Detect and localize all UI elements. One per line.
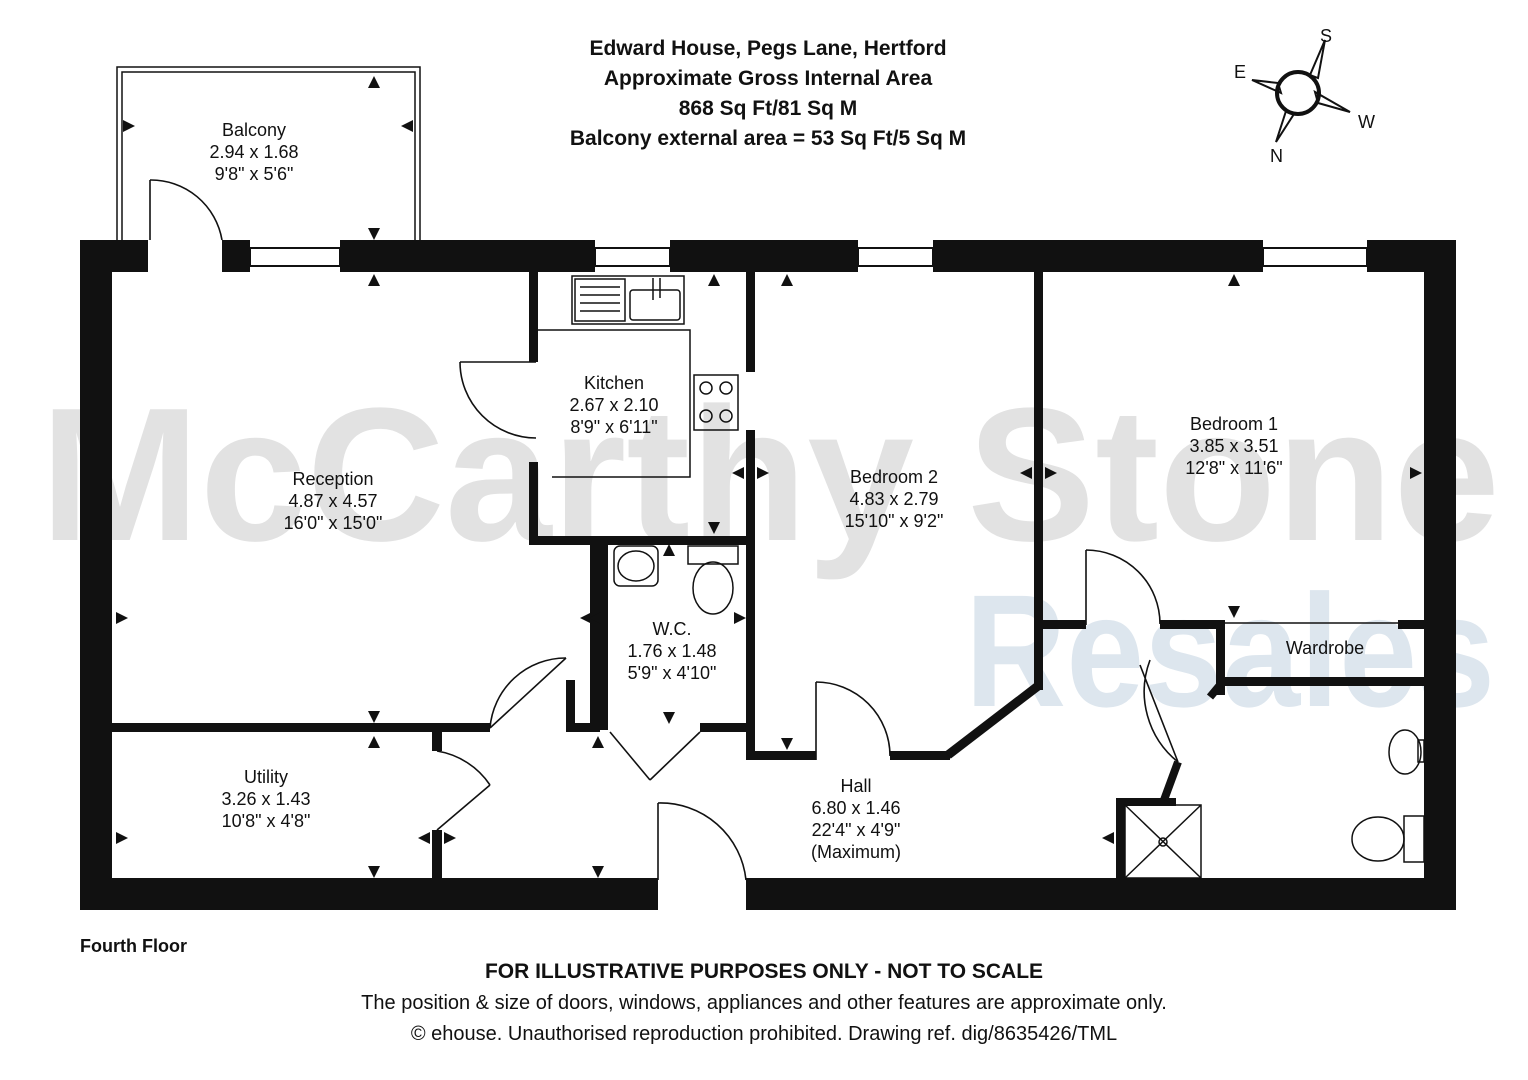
address: Edward House, Pegs Lane, Hertford [589,37,947,60]
svg-text:(Maximum): (Maximum) [811,842,901,862]
room-bedroom1-label: Bedroom 1 3.85 x 3.51 12'8" x 11'6" [1185,414,1282,478]
svg-text:4.87 x 4.57: 4.87 x 4.57 [288,491,377,511]
plan-header: Edward House, Pegs Lane, Hertford Approx… [468,34,1068,154]
balcony-outline [116,66,421,240]
kitchen-fittings [538,275,739,478]
svg-text:Wardrobe: Wardrobe [1286,638,1364,658]
floor-label: Fourth Floor [80,936,187,956]
svg-text:Balcony: Balcony [222,120,286,140]
svg-text:22'4" x 4'9": 22'4" x 4'9" [812,820,901,840]
svg-text:6.80 x 1.46: 6.80 x 1.46 [811,798,900,818]
compass-icon: S E W N [1234,26,1375,166]
door-swings [149,179,1398,881]
svg-text:Kitchen: Kitchen [584,373,644,393]
room-reception-label: Reception 4.87 x 4.57 16'0" x 15'0" [284,469,383,533]
windows [249,247,1368,267]
exterior-walls [80,240,1456,910]
sanitary-fittings [613,545,1425,879]
svg-text:Hall: Hall [840,776,871,796]
svg-text:2.67 x 2.10: 2.67 x 2.10 [569,395,658,415]
compass-west: W [1358,112,1375,132]
room-bedroom2-label: Bedroom 2 4.83 x 2.79 15'10" x 9'2" [845,467,944,531]
svg-text:1.76 x 1.48: 1.76 x 1.48 [627,641,716,661]
svg-text:4.83 x 2.79: 4.83 x 2.79 [849,489,938,509]
floor-plan: McCarthy Stone Resales S E W N [40,26,1500,910]
compass-south: S [1320,26,1332,46]
svg-text:9'8" x 5'6": 9'8" x 5'6" [215,164,294,184]
balcony-area: Balcony external area = 53 Sq Ft/5 Sq M [569,127,967,150]
svg-text:3.26 x 1.43: 3.26 x 1.43 [221,789,310,809]
svg-text:Bedroom 1: Bedroom 1 [1190,414,1278,434]
room-kitchen-label: Kitchen 2.67 x 2.10 8'9" x 6'11" [569,373,658,437]
disclaimer: FOR ILLUSTRATIVE PURPOSES ONLY - NOT TO … [484,960,1044,983]
ensuite-angled-wall [1160,760,1182,802]
svg-text:15'10" x 9'2": 15'10" x 9'2" [845,511,944,531]
area-title: Approximate Gross Internal Area [603,67,933,90]
room-balcony-label: Balcony 2.94 x 1.68 9'8" x 5'6" [209,120,298,184]
room-utility-label: Utility 3.26 x 1.43 10'8" x 4'8" [221,767,310,831]
compass-east: E [1234,62,1246,82]
watermark-line1: McCarthy Stone [40,369,1500,581]
svg-text:W.C.: W.C. [653,619,692,639]
footer-note-2: © ehouse. Unauthorised reproduction proh… [410,1023,1118,1045]
svg-text:5'9" x 4'10": 5'9" x 4'10" [628,663,717,683]
svg-text:10'8" x 4'8": 10'8" x 4'8" [222,811,311,831]
svg-text:12'8" x 11'6": 12'8" x 11'6" [1185,458,1282,478]
compass-north: N [1270,146,1283,166]
svg-text:3.85 x 3.51: 3.85 x 3.51 [1189,436,1278,456]
svg-text:8'9" x 6'11": 8'9" x 6'11" [570,417,657,437]
svg-text:2.94 x 1.68: 2.94 x 1.68 [209,142,298,162]
footer-note-1: The position & size of doors, windows, a… [361,992,1167,1014]
wardrobe-angled-wall [1206,682,1224,700]
room-wardrobe-label: Wardrobe [1286,638,1364,658]
room-wc-label: W.C. 1.76 x 1.48 5'9" x 4'10" [627,619,716,683]
watermark-line2: Resales [965,561,1495,740]
room-hall-label: Hall 6.80 x 1.46 22'4" x 4'9" (Maximum) [811,776,901,862]
svg-text:16'0" x 15'0": 16'0" x 15'0" [284,513,383,533]
svg-text:Reception: Reception [292,469,373,489]
svg-text:Bedroom 2: Bedroom 2 [850,467,938,487]
interior-walls [112,272,1424,878]
plan-footer: FOR ILLUSTRATIVE PURPOSES ONLY - NOT TO … [264,956,1264,1050]
area-value: 868 Sq Ft/81 Sq M [678,97,858,120]
svg-text:Utility: Utility [244,767,288,787]
dimension-arrows [116,76,1422,878]
bedroom2-angled-wall [945,682,1041,759]
